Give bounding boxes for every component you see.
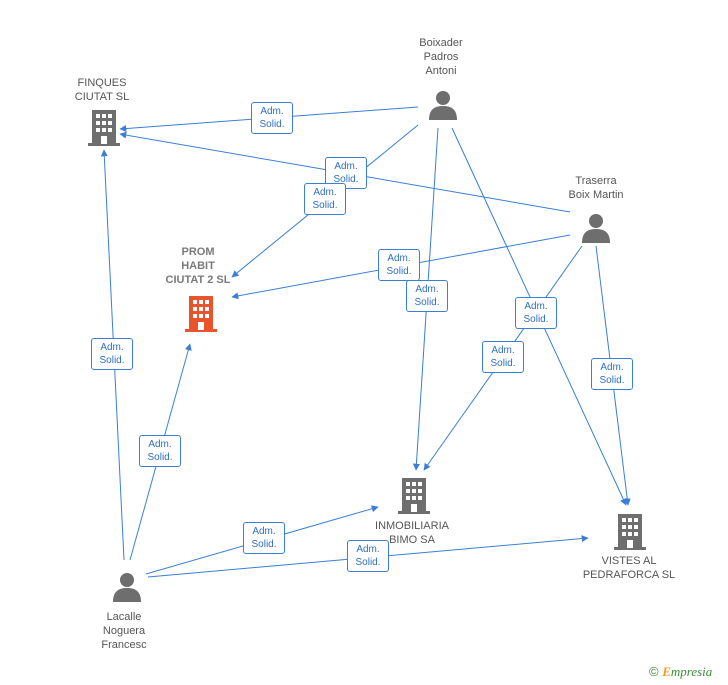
traserra-person-icon[interactable] bbox=[581, 213, 611, 243]
edge-label-boixader-prom[interactable]: Adm. Solid. bbox=[304, 183, 346, 215]
lacalle-person-icon[interactable] bbox=[112, 572, 142, 602]
lacalle-label[interactable]: Lacalle Noguera Francesc bbox=[101, 611, 147, 651]
edge-label-boixader-finques[interactable]: Adm. Solid. bbox=[251, 102, 293, 134]
edge-label-boixader-inmobiliaria[interactable]: Adm. Solid. bbox=[406, 280, 448, 312]
finques-label[interactable]: FINQUES CIUTAT SL bbox=[74, 77, 130, 103]
inmobiliaria-label[interactable]: INMOBILIARIA BIMO SA bbox=[375, 520, 449, 546]
prom-company-icon[interactable] bbox=[185, 296, 217, 332]
edge-label-lacalle-vistes[interactable]: Adm. Solid. bbox=[347, 540, 389, 572]
traserra-label[interactable]: Traserra Boix Martin bbox=[568, 175, 624, 201]
boixader-person-icon[interactable] bbox=[428, 90, 458, 120]
inmobiliaria-company-icon[interactable] bbox=[398, 478, 430, 514]
copyright-symbol: © bbox=[649, 664, 659, 679]
vistes-label[interactable]: VISTES AL PEDRAFORCA SL bbox=[582, 555, 676, 581]
edge-label-lacalle-inmobiliaria[interactable]: Adm. Solid. bbox=[243, 522, 285, 554]
prom-label[interactable]: PROM HABIT CIUTAT 2 SL bbox=[165, 246, 231, 286]
boixader-label[interactable]: Boixader Padros Antoni bbox=[419, 37, 463, 77]
copyright-mark: © Empresia bbox=[649, 664, 712, 680]
finques-company-icon[interactable] bbox=[88, 110, 120, 146]
edge-label-lacalle-finques[interactable]: Adm. Solid. bbox=[91, 338, 133, 370]
edge-label-boixader-vistes[interactable]: Adm. Solid. bbox=[515, 297, 557, 329]
vistes-company-icon[interactable] bbox=[614, 514, 646, 550]
edge-label-traserra-vistes[interactable]: Adm. Solid. bbox=[591, 358, 633, 390]
edge-label-traserra-prom[interactable]: Adm. Solid. bbox=[378, 249, 420, 281]
edge-label-traserra-inmobiliaria[interactable]: Adm. Solid. bbox=[482, 341, 524, 373]
edge-label-lacalle-prom[interactable]: Adm. Solid. bbox=[139, 435, 181, 467]
empresia-logo: Empresia bbox=[662, 664, 713, 679]
